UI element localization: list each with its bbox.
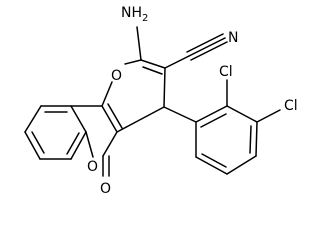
bond-pyr-2 (124, 59, 142, 65)
bond-benz-5 (24, 131, 41, 160)
bond-aryl-1-inner (200, 113, 227, 128)
bond-aryl-4 (226, 155, 257, 175)
nitrile-n-label: N (228, 30, 238, 46)
bond-aryl-3 (255, 121, 258, 157)
bond-benz-3 (70, 131, 87, 160)
amino-label: NH2 (121, 5, 148, 24)
chloro-2-label: Cl (219, 64, 233, 80)
bond-nitrile-triple-3 (190, 41, 228, 61)
bond-benz-5-inner (31, 131, 45, 154)
bond-pyr-3-inner (142, 66, 163, 75)
bond-aryl-5-inner (201, 153, 227, 168)
bond-pyr-3 (140, 59, 166, 69)
bond-nitrile-triple-2 (186, 33, 224, 53)
bond-aryl-1 (195, 105, 228, 123)
lactone-oxygen-label: O (87, 159, 98, 175)
bond-aryl-attach (163, 106, 197, 123)
bond-pyr-1 (101, 81, 113, 107)
bond-benz-6 (24, 105, 42, 133)
bond-pyr-5 (116, 106, 165, 133)
pyran-oxygen-label: O (111, 68, 122, 84)
carbonyl-oxygen-label: O (100, 181, 111, 197)
molecule-structure: NH2 N O O O Cl Cl (24, 5, 298, 197)
bond-nitrile-triple-1 (188, 37, 226, 57)
bond-aryl-5 (195, 156, 228, 175)
bond-lac-3 (102, 131, 118, 157)
bond-lac-2 (101, 105, 118, 133)
bond-nitrile-c (164, 55, 190, 69)
bond-benz-2 (70, 105, 87, 133)
bond-cl-3 (256, 109, 281, 123)
chloro-3-label: Cl (284, 98, 298, 114)
bond-aryl-2 (226, 105, 258, 123)
bond-aryl-3-inner (249, 125, 252, 154)
atom-labels: NH2 N O O O Cl Cl (87, 5, 298, 197)
bond-lac-2-inner (107, 103, 123, 129)
bond-benz-3-inner (66, 132, 80, 155)
bond-amino (136, 26, 142, 61)
bond-lac-4 (85, 131, 94, 158)
bond-pyr-4 (163, 67, 166, 108)
bonds (24, 26, 281, 177)
molecule-canvas: NH2 N O O O Cl Cl (24, 5, 298, 197)
